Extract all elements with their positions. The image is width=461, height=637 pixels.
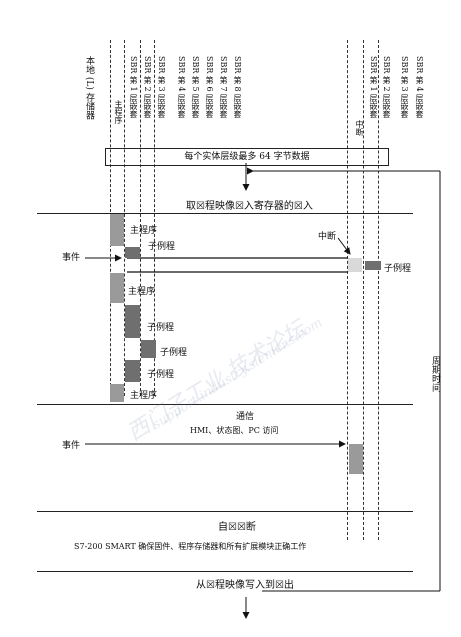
label-interrupt: 中断 [318,232,337,242]
lane-interrupt [347,40,348,540]
column-label-int-sbr2: SBR 第 2 层嵌套 [382,56,391,119]
separator-self-diagnosis [37,511,413,512]
column-label-sbr6: SBR 第 6 层嵌套 [205,56,214,119]
cycle-time-label: 周期时间 [430,356,440,392]
local-storage-label: 本地 (L) 存储器 [84,56,94,120]
column-label-sbr2: SBR 第 2 层嵌套 [143,56,152,119]
column-label-sbr3: SBR 第 3 层嵌套 [157,56,166,119]
block-main-2 [110,273,124,303]
stage-self-diagnosis: 自☒☒断 [218,522,256,533]
stage-self-diagnosis-sub: S7-200 SMART 确保固件、程序存储器和所有扩展模块正确工作 [74,542,307,551]
stage-communication: 通信 [236,412,255,422]
stage-read-inputs: 取☒程映像☒入寄存器的☒入 [186,201,313,212]
label-event-2: 事件 [62,441,81,451]
stage-write-outputs: 从☒程映像写入到☒出 [196,580,294,591]
column-label-sbr4: SBR 第 4 层嵌套 [177,56,186,119]
label-main-2: 主程序 [128,287,156,297]
separator-read-inputs [37,213,413,214]
block-sub-2 [125,305,140,338]
label-main-3: 主程序 [130,391,158,401]
label-event-1: 事件 [62,253,81,263]
label-sub-4: 子例程 [147,370,175,380]
local-data-box: 每个实体层级最多 64 字节数据 [105,148,389,166]
column-label-sbr5: SBR 第 5 层嵌套 [191,56,200,119]
label-int-sub: 子例程 [384,264,412,274]
block-interrupt [348,258,362,272]
column-label-main: 主程序 [114,100,123,124]
block-sub-3 [141,340,156,358]
separator-write-outputs [37,571,413,572]
separator-communication [37,404,413,405]
block-main-1 [110,214,124,246]
block-sub-4 [125,360,140,382]
label-main-1: 主程序 [130,226,158,236]
stage-communication-sub: HMI、状态图、PC 访问 [190,426,279,435]
lane-int-sbr2 [378,40,379,540]
label-sub-3: 子例程 [160,348,188,358]
block-int-sub [365,261,381,270]
column-label-int-sbr3: SBR 第 3 层嵌套 [400,56,409,119]
label-sub-1: 子例程 [148,242,176,252]
column-label-sbr8: SBR 第 8 层嵌套 [233,56,242,119]
lane-sbr2 [140,40,141,396]
column-label-sbr1: SBR 第 1 层嵌套 [129,56,138,119]
column-label-int-sbr4: SBR 第 4 层嵌套 [415,56,424,119]
lane-int-sbr1 [363,40,364,540]
block-sub-1 [125,247,140,258]
block-main-3 [110,384,124,402]
label-sub-2: 子例程 [147,323,175,333]
column-label-int-sbr1: SBR 第 1 层嵌套 [369,56,378,119]
block-event2-interrupt [349,444,363,474]
lane-sbr3 [154,40,155,396]
interrupt-pointer [337,237,351,255]
column-label-sbr7: SBR 第 7 层嵌套 [219,56,228,119]
lane-sbr1 [124,40,125,396]
column-label-interrupt: 中断 [355,120,364,136]
